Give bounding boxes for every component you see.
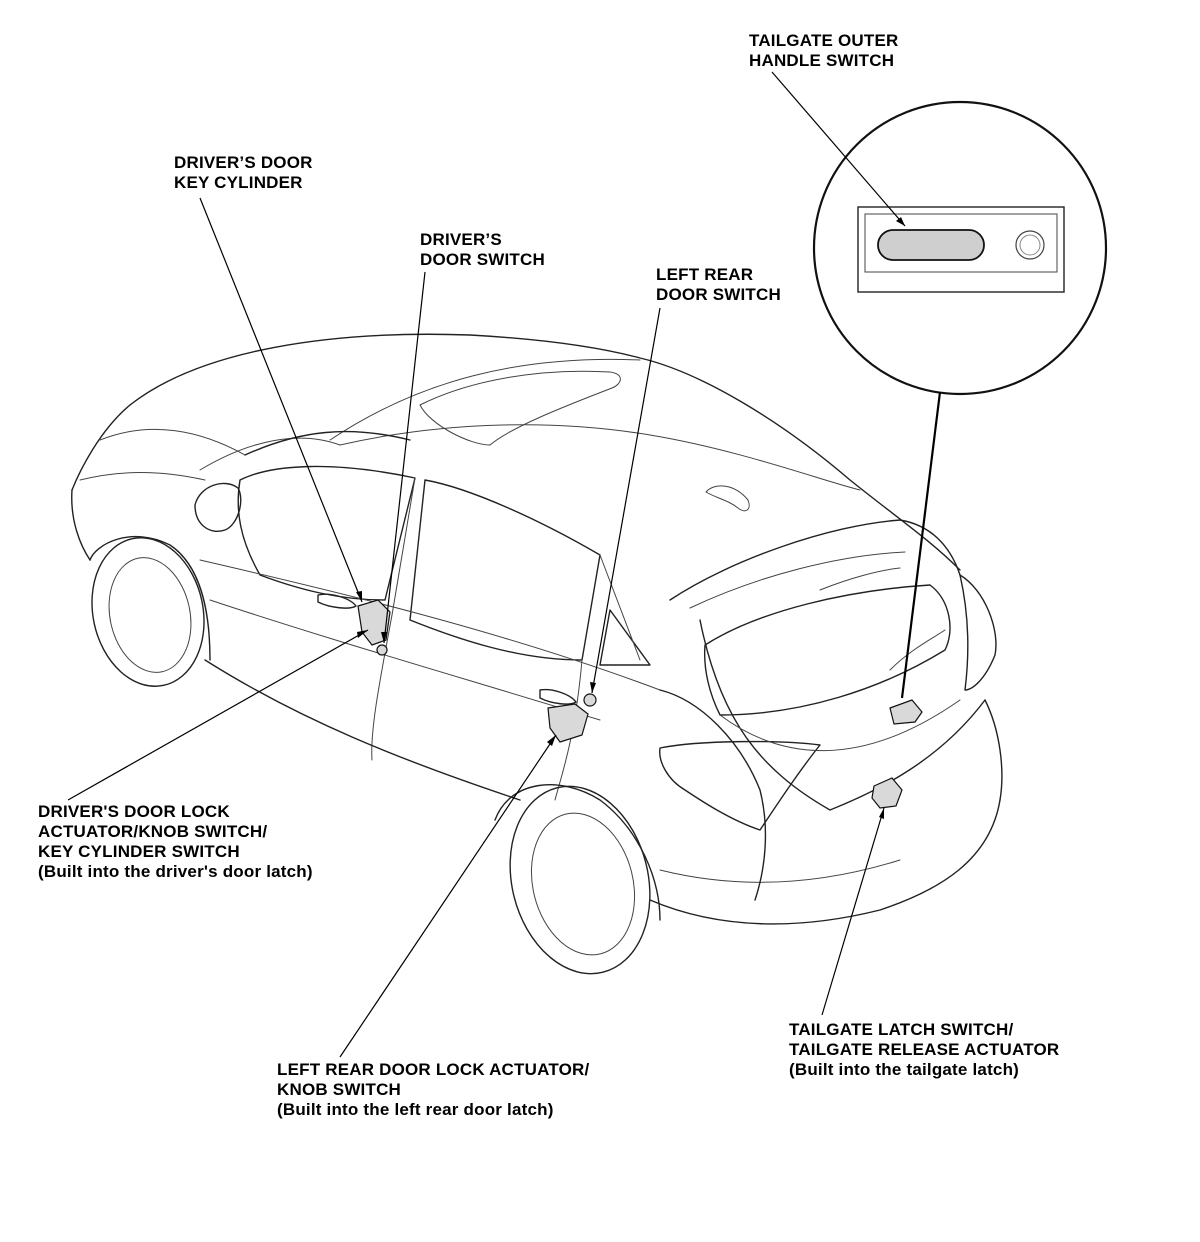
label-line: DOOR SWITCH — [656, 285, 781, 304]
vehicle-outline — [71, 333, 1003, 975]
label-left-rear-door-lock-actuator: LEFT REAR DOOR LOCK ACTUATOR/ KNOB SWITC… — [277, 1060, 589, 1120]
label-line: LEFT REAR DOOR LOCK ACTUATOR/ — [277, 1060, 590, 1079]
label-tailgate-outer-handle-switch: TAILGATE OUTER HANDLE SWITCH — [749, 31, 899, 71]
label-left-rear-door-switch: LEFT REAR DOOR SWITCH — [656, 265, 781, 305]
label-tailgate-latch-switch: TAILGATE LATCH SWITCH/ TAILGATE RELEASE … — [789, 1020, 1059, 1080]
label-line: KEY CYLINDER — [174, 173, 303, 192]
tailgate-handle-detail-view — [812, 100, 1108, 699]
label-drivers-door-key-cylinder: DRIVER’S DOOR KEY CYLINDER — [174, 153, 313, 193]
label-line: KEY CYLINDER SWITCH — [38, 842, 240, 861]
label-line: (Built into the driver's door latch) — [38, 862, 313, 881]
tailgate-handle-component — [889, 699, 923, 725]
label-line: DRIVER’S — [420, 230, 502, 249]
label-line: KNOB SWITCH — [277, 1080, 402, 1099]
tailgate-latch-component — [871, 777, 903, 809]
label-line: ACTUATOR/KNOB SWITCH/ — [38, 822, 268, 841]
label-line: (Built into the left rear door latch) — [277, 1100, 554, 1119]
label-line: TAILGATE LATCH SWITCH/ — [789, 1020, 1014, 1039]
label-line: DRIVER'S DOOR LOCK — [38, 802, 230, 821]
left-rear-door-latch-component — [547, 693, 597, 743]
label-drivers-door-lock-actuator: DRIVER'S DOOR LOCK ACTUATOR/KNOB SWITCH/… — [38, 802, 313, 882]
leader-lines — [67, 71, 906, 1058]
label-drivers-door-switch: DRIVER’S DOOR SWITCH — [420, 230, 545, 270]
label-line: (Built into the tailgate latch) — [789, 1060, 1020, 1079]
label-line: DOOR SWITCH — [420, 250, 545, 269]
label-line: TAILGATE RELEASE ACTUATOR — [789, 1040, 1060, 1059]
label-line: DRIVER’S DOOR — [174, 153, 313, 172]
label-line: TAILGATE OUTER — [749, 31, 899, 50]
label-line: LEFT REAR — [656, 265, 754, 284]
label-line: HANDLE SWITCH — [749, 51, 895, 70]
